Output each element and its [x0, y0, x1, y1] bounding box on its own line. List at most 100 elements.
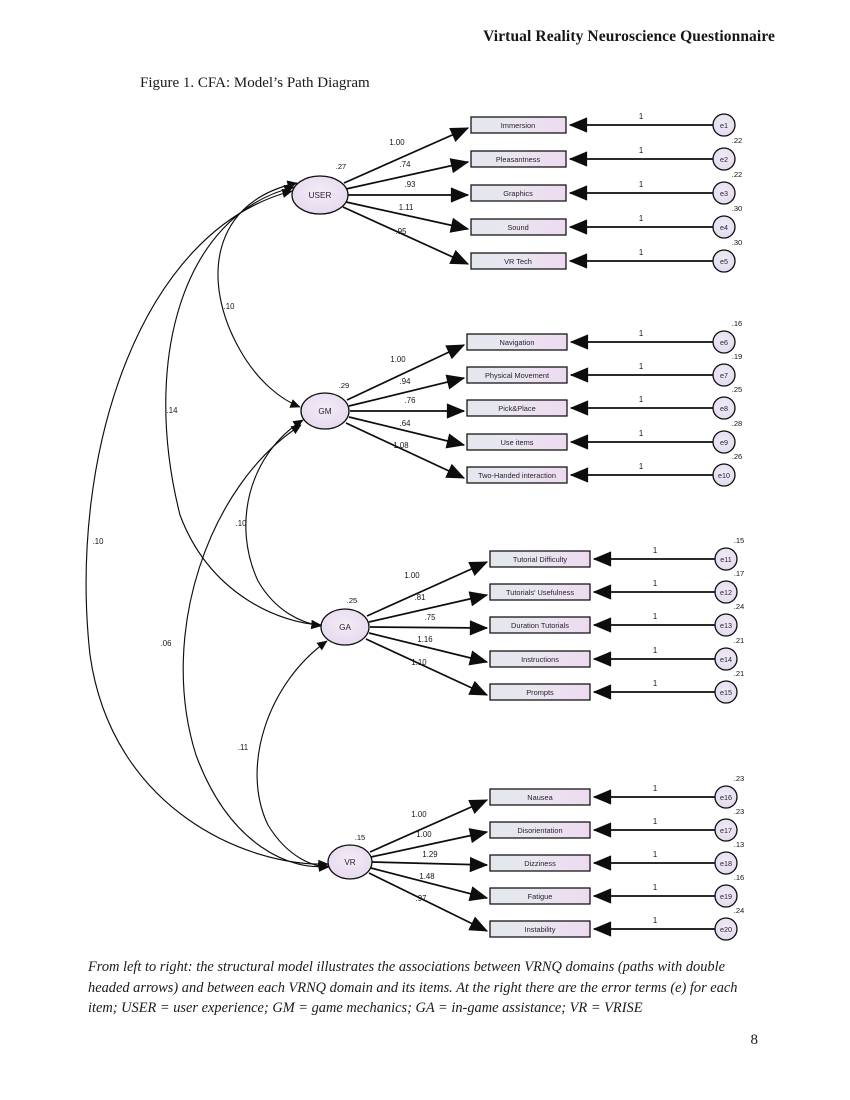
error-variance-e15: .21: [734, 669, 745, 678]
item-box-disorientation[interactable]: [489, 821, 591, 839]
error-label-e17: e17: [720, 826, 732, 835]
error-node-e19[interactable]: [714, 884, 738, 908]
item-label-pleasantness: Pleasantness: [496, 155, 541, 164]
error-loading-e17: 1: [653, 817, 657, 826]
item-box-dizziness[interactable]: [489, 854, 591, 872]
error-variance-e16: .23: [734, 774, 745, 783]
error-node-e5[interactable]: [712, 249, 736, 273]
error-node-e1[interactable]: [712, 113, 736, 137]
loading-path-vr-5: [368, 872, 489, 932]
item-label-tutorial-difficulty: Tutorial Difficulty: [513, 555, 568, 564]
latent-user[interactable]: [291, 175, 349, 215]
error-node-e2[interactable]: [712, 147, 736, 171]
figure-title: Figure 1. CFA: Model’s Path Diagram: [140, 75, 370, 91]
item-label-fatigue: Fatigue: [528, 892, 553, 901]
error-node-e10[interactable]: [712, 463, 736, 487]
error-label-e13: e13: [720, 621, 732, 630]
error-loading-e1: 1: [639, 112, 643, 121]
item-box-physical-movement[interactable]: [466, 366, 568, 384]
error-node-e16[interactable]: [714, 785, 738, 809]
error-node-e3[interactable]: [712, 181, 736, 205]
error-variance-e7: .19: [732, 352, 743, 361]
loading-label-vr-4: 1.48: [419, 872, 434, 881]
latent-vr[interactable]: [327, 844, 373, 880]
error-loading-e16: 1: [653, 784, 657, 793]
item-label-graphics: Graphics: [503, 189, 533, 198]
error-node-e17[interactable]: [714, 818, 738, 842]
error-variance-e13: .24: [734, 602, 745, 611]
latent-vr-variance: .15: [355, 833, 366, 842]
item-box-pick-place[interactable]: [466, 399, 568, 417]
error-label-e1: e1: [720, 121, 728, 130]
cfa-path-diagram: .10 .14 .10 .10 .06 .11 USER .27: [0, 95, 850, 955]
covariance-arc-user-ga: [165, 184, 322, 630]
error-variance-e9: .28: [732, 419, 743, 428]
loading-path-user-4: [345, 201, 470, 233]
latent-gm[interactable]: [300, 392, 350, 430]
error-variance-e12: .17: [734, 569, 745, 578]
latent-ga[interactable]: [320, 608, 370, 646]
covariance-label-gm-vr: .06: [161, 639, 172, 648]
error-node-e7[interactable]: [712, 363, 736, 387]
error-node-e12[interactable]: [714, 580, 738, 604]
loading-path-gm-2: [348, 374, 466, 407]
item-box-pleasantness[interactable]: [470, 150, 567, 168]
error-variance-e11: .15: [734, 536, 745, 545]
loading-label-vr-1: 1.00: [411, 810, 427, 819]
error-node-e14[interactable]: [714, 647, 738, 671]
item-box-use-items[interactable]: [466, 433, 568, 451]
error-loading-e12: 1: [653, 579, 657, 588]
covariance-arc-ga-vr: [256, 640, 330, 872]
item-box-vr-tech[interactable]: [470, 252, 567, 270]
error-loading-e15: 1: [653, 679, 657, 688]
loading-label-user-3: .93: [405, 180, 416, 189]
item-box-tutorials-usefulness[interactable]: [489, 583, 591, 601]
running-head: Virtual Reality Neuroscience Questionnai…: [483, 28, 775, 45]
error-loading-e18: 1: [653, 850, 657, 859]
item-label-immersion: Immersion: [501, 121, 536, 130]
error-label-e4: e4: [720, 223, 728, 232]
covariance-label-user-gm: .10: [224, 302, 236, 311]
item-box-sound[interactable]: [470, 218, 567, 236]
item-box-graphics[interactable]: [470, 184, 567, 202]
error-label-e7: e7: [720, 371, 728, 380]
error-node-e20[interactable]: [714, 917, 738, 941]
loading-label-ga-4: 1.16: [417, 635, 432, 644]
error-loading-e11: 1: [653, 546, 657, 555]
item-label-instability: Instability: [525, 925, 556, 934]
loading-path-user-1: [343, 127, 470, 184]
covariance-arcs: [85, 180, 330, 872]
covariance-arc-gm-ga: [245, 419, 322, 630]
error-label-e5: e5: [720, 257, 728, 266]
item-box-instability[interactable]: [489, 920, 591, 938]
loading-path-vr-3: [371, 856, 489, 873]
error-node-e9[interactable]: [712, 430, 736, 454]
item-box-tutorial-difficulty[interactable]: [489, 550, 591, 568]
loading-path-vr-2: [370, 828, 489, 858]
covariance-label-ga-vr: .11: [238, 743, 248, 752]
error-node-e13[interactable]: [714, 613, 738, 637]
item-box-prompts[interactable]: [489, 683, 591, 701]
error-loading-e19: 1: [653, 883, 657, 892]
error-label-e19: e19: [720, 892, 732, 901]
error-node-e15[interactable]: [714, 680, 738, 704]
item-label-pick-place: Pick&Place: [498, 404, 535, 413]
error-loading-e3: 1: [639, 180, 643, 189]
error-variance-e18: .13: [734, 840, 745, 849]
item-box-immersion[interactable]: [470, 116, 567, 134]
error-variance-e2: .22: [732, 136, 743, 145]
item-box-instructions[interactable]: [489, 650, 591, 668]
item-label-tutorials-usefulness: Tutorials’ Usefulness: [506, 588, 574, 597]
item-box-two-handed-interaction[interactable]: [466, 466, 568, 484]
error-node-e8[interactable]: [712, 396, 736, 420]
latent-vr-label: VR: [344, 858, 355, 867]
error-node-e6[interactable]: [712, 330, 736, 354]
error-node-e11[interactable]: [714, 547, 738, 571]
error-node-e4[interactable]: [712, 215, 736, 239]
error-label-e18: e18: [720, 859, 732, 868]
item-box-nausea[interactable]: [489, 788, 591, 806]
item-box-fatigue[interactable]: [489, 887, 591, 905]
item-box-navigation[interactable]: [466, 333, 568, 351]
error-node-e18[interactable]: [714, 851, 738, 875]
item-box-duration-tutorials[interactable]: [489, 616, 591, 634]
